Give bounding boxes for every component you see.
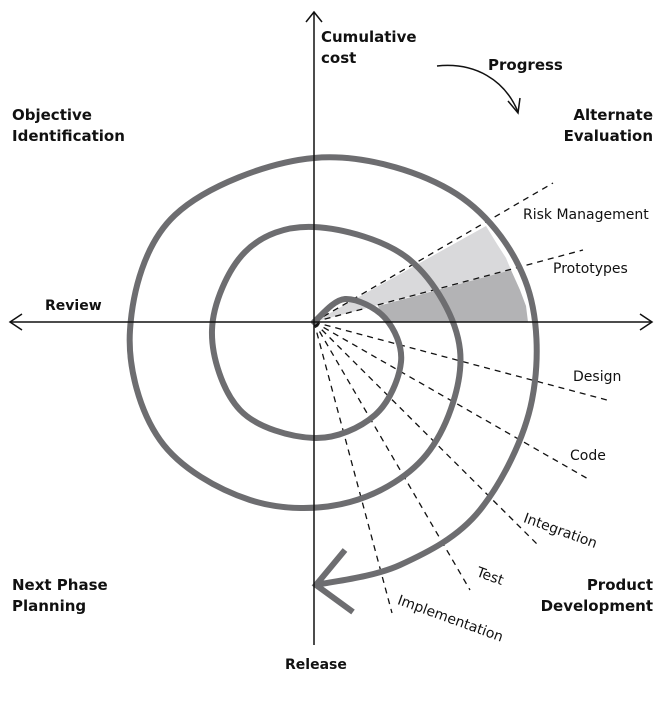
- prototypes-region: [378, 270, 528, 322]
- quadrant-label-line: Alternate: [573, 106, 653, 124]
- quadrant-alternate-evaluation: Alternate Evaluation: [564, 105, 653, 147]
- ray-test: [313, 321, 471, 591]
- spiral-arrowhead: [311, 548, 355, 615]
- x-axis-right-arrow: [639, 313, 654, 331]
- risk-management-region: [314, 226, 511, 322]
- quadrant-label-line: Next Phase: [12, 576, 108, 594]
- ray-label-prototypes: Prototypes: [553, 261, 628, 277]
- quadrant-label-line: Objective: [12, 106, 92, 124]
- ray-label-risk-management: Risk Management: [523, 207, 649, 223]
- progress-arrow: [436, 64, 519, 113]
- progress-arrowhead-icon: [507, 97, 521, 115]
- y-axis-label-line1: Cumulative: [321, 28, 417, 46]
- ray-prototypes: [313, 249, 584, 323]
- y-axis-arrow: [305, 10, 323, 23]
- review-label: Review: [45, 298, 102, 314]
- y-axis-label: Cumulative cost: [321, 27, 417, 69]
- quadrant-product-development: Product Development: [541, 575, 653, 617]
- quadrant-next-phase-planning: Next Phase Planning: [12, 575, 108, 617]
- spiral-path: [126, 154, 540, 588]
- ray-integration: [313, 321, 539, 546]
- quadrant-label-line: Evaluation: [563, 127, 653, 145]
- quadrant-label-line: Development: [540, 597, 653, 615]
- quadrant-objective-identification: Objective Identification: [12, 105, 125, 147]
- release-label: Release: [285, 657, 347, 673]
- quadrant-label-line: Product: [586, 576, 653, 594]
- ray-label-code: Code: [570, 448, 606, 464]
- y-axis-label-line2: cost: [321, 49, 357, 67]
- quadrant-label-line: Identification: [12, 127, 125, 145]
- ray-label-design: Design: [573, 369, 622, 385]
- quadrant-label-line: Planning: [12, 597, 87, 615]
- x-axis-left-arrow: [8, 313, 23, 331]
- progress-label: Progress: [488, 56, 563, 74]
